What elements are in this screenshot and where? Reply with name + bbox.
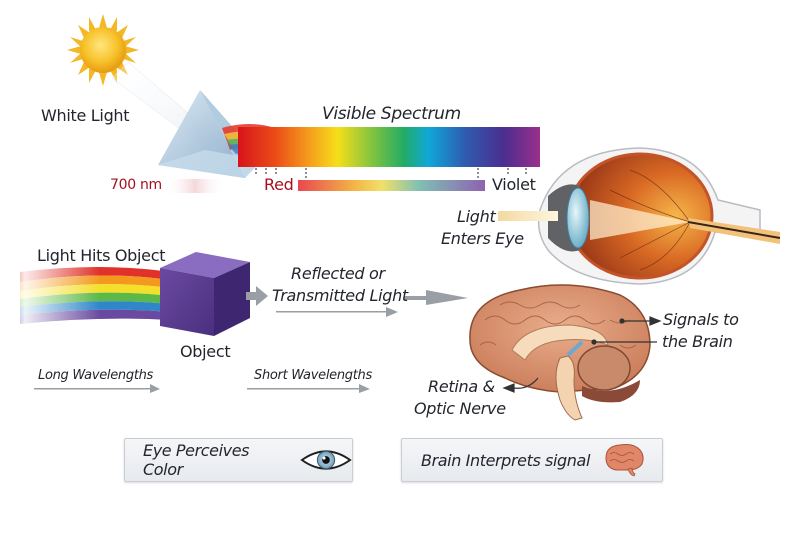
long-wavelengths-label: Long Wavelengths xyxy=(38,368,154,383)
short-wavelengths-label: Short Wavelengths xyxy=(254,368,372,383)
visible-spectrum-title: Visible Spectrum xyxy=(322,104,461,124)
brain-interprets-signal-label: Brain Interprets signal xyxy=(421,450,590,470)
brain-icon xyxy=(605,444,644,477)
enters-eye-label: Enters Eye xyxy=(441,229,524,248)
brain-interprets-signal-button[interactable]: Brain Interprets signal xyxy=(401,438,663,482)
violet-label: Violet xyxy=(492,175,536,194)
optic-nerve-label: Optic Nerve xyxy=(414,399,506,418)
pointer-lines xyxy=(502,316,662,393)
reflected-label: Reflected or xyxy=(291,264,385,283)
sun-icon xyxy=(67,14,139,86)
eye-perceives-color-label: Eye Perceives Color xyxy=(143,441,250,479)
red-violet-bar xyxy=(298,180,485,191)
brain-cross-section-icon xyxy=(469,284,651,421)
retina-label: Retina & xyxy=(428,377,495,396)
eye-perceives-color-button[interactable]: Eye Perceives Color xyxy=(124,438,353,482)
light-hits-object-label: Light Hits Object xyxy=(37,246,166,265)
object-label: Object xyxy=(180,342,231,361)
the-brain-label: the Brain xyxy=(662,332,733,351)
red-label: Red xyxy=(264,175,294,194)
wavelength-fade xyxy=(165,179,225,193)
arrows xyxy=(34,286,468,393)
object-cube xyxy=(160,252,250,336)
eye-cross-section-icon xyxy=(498,147,781,285)
light-label: Light xyxy=(457,207,496,226)
visible-spectrum-band xyxy=(238,127,540,167)
transmitted-light-label: Transmitted Light xyxy=(272,286,408,305)
white-light-label: White Light xyxy=(41,106,130,125)
wavelength-700nm-label: 700 nm xyxy=(110,177,162,193)
signals-to-label: Signals to xyxy=(663,310,739,329)
eye-icon xyxy=(300,450,352,470)
rainbow-beam xyxy=(0,262,170,332)
